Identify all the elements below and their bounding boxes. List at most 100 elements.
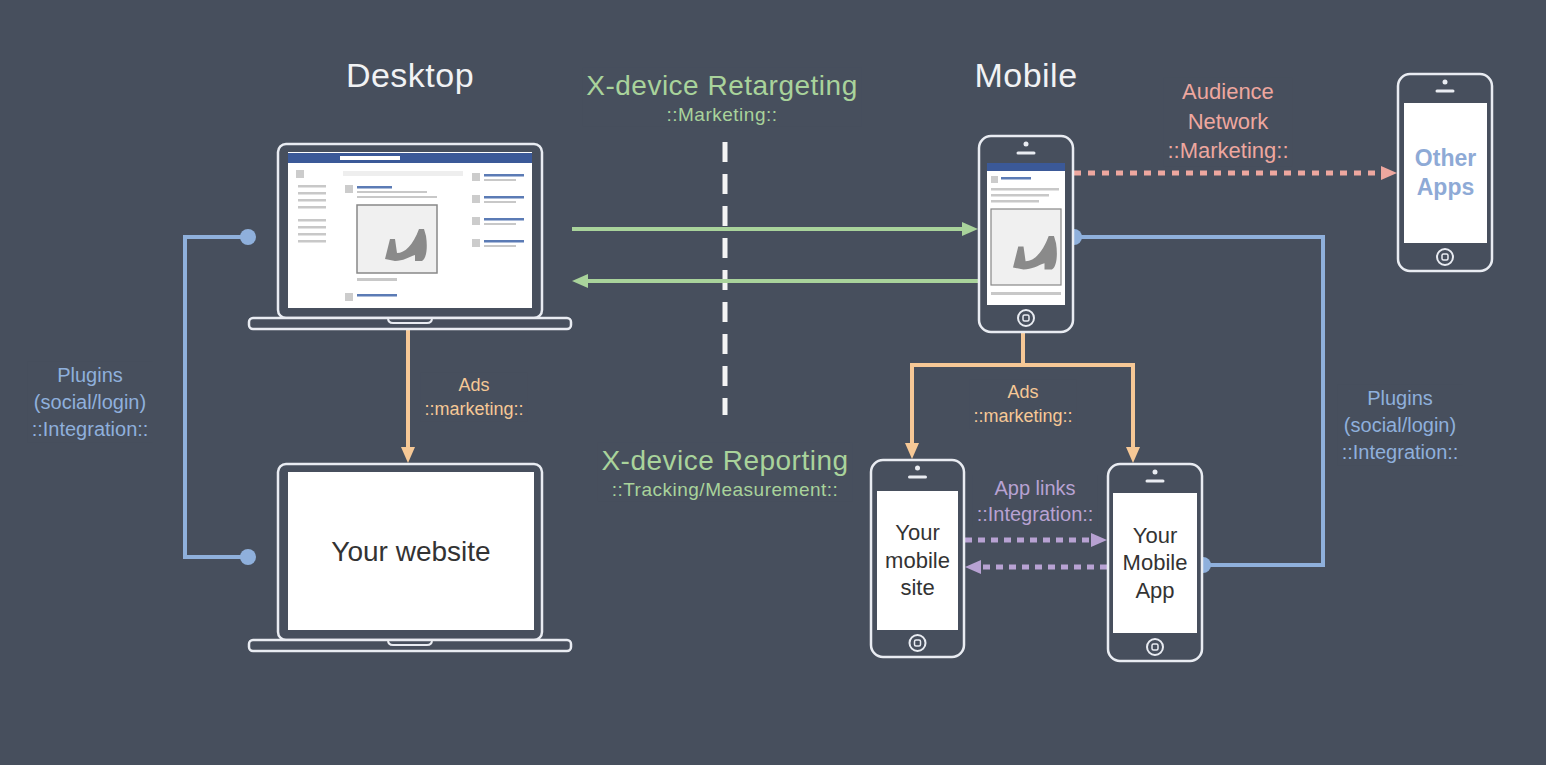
label-head: X-device Retargeting: [586, 68, 857, 103]
dotted-arrow: [981, 565, 1107, 570]
top-bar: [288, 153, 532, 163]
connector-label: Plugins (social/login) ::Integration::: [1338, 385, 1463, 466]
menu-line: [298, 185, 326, 188]
screen-label: Your mobile site: [877, 519, 958, 602]
phone-camera: [1024, 142, 1029, 147]
shoe-picture: [385, 229, 427, 261]
dotted-arrow: [965, 538, 1091, 543]
screen-label: Your Mobile App: [1113, 522, 1197, 605]
label-head: Ads: [424, 373, 523, 397]
side-line: [484, 179, 516, 181]
screen-area: [1113, 493, 1197, 633]
menu-line: [298, 219, 326, 222]
label-tail: ::Marketing::: [586, 103, 857, 127]
divider-line: [723, 142, 728, 415]
screen-label: Your website: [288, 534, 534, 569]
connector-label: Plugins (social/login) ::Integration::: [28, 362, 153, 443]
connector-dot: [240, 229, 256, 245]
flow-arrow: [588, 279, 978, 283]
avatar: [345, 185, 353, 193]
phone-camera: [1443, 80, 1448, 85]
post-name: [357, 294, 397, 297]
label-head: X-device Reporting: [601, 443, 848, 478]
home-button-icon: [1152, 644, 1158, 650]
home-button-icon: [1442, 254, 1448, 260]
section-label: X-device Reporting ::Tracking/Measuremen…: [597, 443, 852, 502]
connector-label: X-device Retargeting ::Marketing::: [582, 68, 861, 127]
laptop-node: Your website: [248, 463, 572, 652]
screen-content: [987, 163, 1065, 305]
side-line: [484, 245, 516, 247]
screen-text-area: Your mobile site: [877, 491, 958, 630]
phone-node: Your Mobile App: [1107, 463, 1203, 662]
phone-body: [871, 460, 964, 657]
feed-mockup: [288, 152, 532, 308]
laptop-node: Desktop: [248, 143, 572, 330]
screen-text-area: Your website: [288, 472, 534, 630]
screen-content: [288, 152, 532, 308]
phone-speaker: [1018, 152, 1034, 155]
laptop-notch: [388, 318, 432, 323]
phone-body: [1108, 464, 1202, 661]
ad-picture: [357, 205, 437, 273]
screen-text-area: Your Mobile App: [1113, 493, 1197, 633]
laptop-notch: [388, 640, 432, 645]
laptop-outline: [248, 143, 572, 330]
home-button: [1018, 310, 1034, 326]
screen-area: [1404, 103, 1487, 243]
post-line: [991, 194, 1049, 197]
laptop-base: [249, 640, 571, 651]
screen-area: [288, 472, 534, 630]
flow-arrow: [406, 330, 410, 447]
device-heading: Desktop: [168, 55, 652, 96]
side-line: [484, 174, 524, 177]
phone-speaker: [1437, 90, 1453, 93]
label-tail: ::marketing::: [973, 404, 1072, 428]
heading-area: Desktop: [168, 51, 652, 99]
side-avatar: [472, 195, 480, 203]
post-line: [357, 191, 427, 193]
side-line: [484, 201, 516, 203]
post-line: [991, 200, 1039, 203]
post-name: [1001, 177, 1031, 180]
screen-text-area: Other Apps: [1404, 103, 1487, 243]
device-heading: Mobile: [898, 55, 1154, 96]
side-avatar: [472, 239, 480, 247]
side-line: [484, 240, 524, 243]
phone-speaker: [910, 476, 926, 479]
phone-body: [979, 136, 1073, 332]
action-bar: [357, 278, 397, 281]
top-bar: [987, 163, 1065, 171]
avatar: [991, 176, 998, 183]
home-button: [1147, 639, 1163, 655]
shoe-picture: [1013, 236, 1057, 270]
menu-line: [298, 206, 326, 209]
dotted-arrow: [1074, 171, 1381, 176]
menu-line: [298, 233, 326, 236]
side-line: [484, 218, 524, 221]
search-box: [340, 156, 400, 160]
label-head: Ads: [973, 380, 1072, 404]
phone-node: Mobile: [978, 135, 1074, 333]
side-line: [484, 223, 516, 225]
menu-line: [298, 226, 326, 229]
laptop-screen: [278, 464, 542, 640]
phone-speaker: [1147, 480, 1163, 483]
feed-mockup: [987, 163, 1065, 305]
phone-node: Your mobile site: [870, 459, 965, 658]
post-line: [991, 188, 1059, 191]
heading-area: Mobile: [898, 51, 1154, 99]
connector-dot: [240, 549, 256, 565]
post-line: [357, 196, 437, 198]
home-button: [910, 635, 926, 651]
phone-node: Other Apps: [1397, 73, 1493, 272]
phone-outline: [978, 135, 1074, 333]
avatar: [296, 170, 304, 178]
label-tail: ::Tracking/Measurement::: [601, 478, 848, 502]
home-button-icon: [915, 640, 921, 646]
connector-label: Ads ::marketing::: [420, 373, 527, 422]
label-tail: ::Integration::: [977, 501, 1094, 527]
post-name: [357, 186, 392, 189]
menu-line: [298, 240, 326, 243]
